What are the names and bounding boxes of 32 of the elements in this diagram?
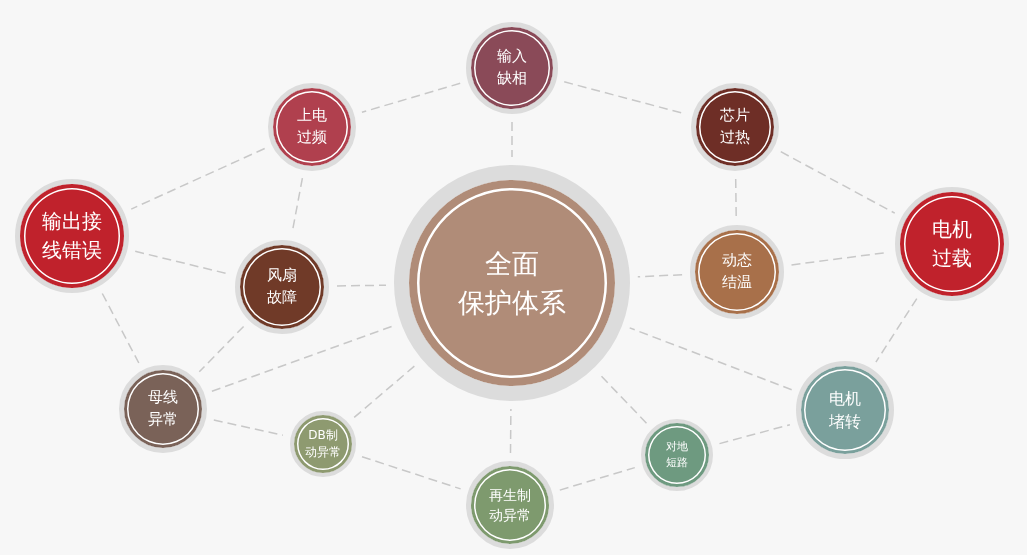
connector-line [336, 284, 387, 287]
connector-line [780, 150, 896, 214]
connector-line [361, 455, 462, 490]
node-label: 电机过载 [932, 216, 972, 272]
connector-line [628, 327, 793, 391]
node-label: 芯片过热 [720, 105, 750, 148]
node-label: 输出接线错误 [42, 208, 102, 264]
connector-line [637, 273, 683, 278]
node-label: 输入缺相 [497, 46, 527, 89]
connector-line [213, 419, 284, 436]
connector-line [361, 82, 461, 114]
connector-line [101, 292, 140, 364]
connector-line [509, 408, 512, 454]
connector-line [559, 466, 636, 491]
connector-line [353, 363, 417, 419]
connector-line [198, 325, 245, 373]
node-label: 全面保护体系 [458, 246, 566, 320]
node-label: DB制动异常 [305, 426, 341, 461]
connector-line [734, 178, 737, 218]
connector-line [211, 325, 395, 393]
connector-line [598, 373, 648, 424]
connector-line [718, 423, 791, 445]
node-label: 母线异常 [148, 387, 178, 430]
connector-line [130, 147, 266, 210]
node-label: 动态结温 [722, 250, 752, 293]
node-label: 风扇故障 [267, 265, 297, 308]
connector-line [511, 121, 513, 158]
node-label: 对地短路 [666, 439, 688, 471]
connector-line [875, 297, 918, 363]
node-label: 再生制动异常 [489, 485, 531, 525]
node-label: 电机堵转 [829, 387, 861, 433]
node-label: 上电过频 [297, 105, 327, 148]
